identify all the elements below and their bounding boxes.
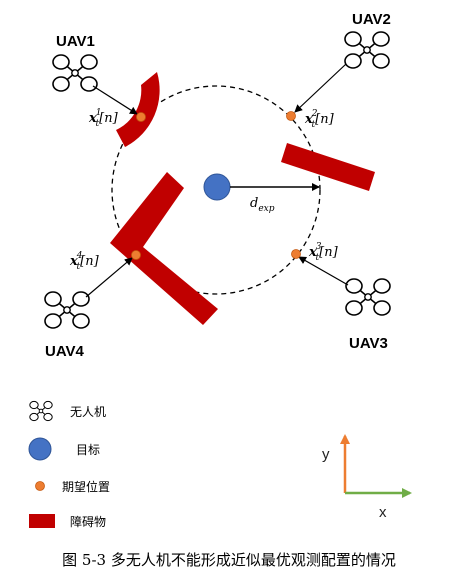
- legend-obstacle-icon: [29, 514, 55, 528]
- uav3-drone-icon: [345, 278, 391, 316]
- uav4-arrow: [85, 257, 133, 298]
- legend-uav-icon: [29, 400, 53, 422]
- uav4-label: UAV4: [45, 343, 85, 360]
- axis-x-label: x: [379, 504, 387, 521]
- uav2-drone-icon: [344, 31, 390, 69]
- uav1-arrow: [92, 85, 138, 115]
- target-marker: [203, 173, 231, 201]
- obstacle-arc: [116, 72, 160, 147]
- uav1-label: UAV1: [56, 33, 95, 50]
- legend-desired-label: 期望位置: [62, 479, 110, 494]
- uav3-label: UAV3: [349, 335, 388, 352]
- uav3-arrow: [298, 256, 349, 286]
- figure-caption: 图 5-3 多无人机不能形成近似最优观测配置的情况: [62, 551, 396, 569]
- legend-desired-icon: [35, 481, 45, 491]
- legend-obstacle-label: 障碍物: [70, 514, 106, 529]
- uav2-arrow: [294, 63, 347, 113]
- uav2-desired-position: [286, 111, 296, 121]
- uav4-drone-icon: [44, 291, 90, 329]
- uav1-desired-position: [136, 112, 146, 122]
- obstacle-l-shape: [110, 172, 218, 325]
- obstacle-bar-right: [281, 143, 375, 191]
- axis-y-label: y: [322, 446, 330, 463]
- legend-target-label: 目标: [76, 443, 100, 457]
- legend-target-icon: [28, 437, 52, 461]
- uav2-label: UAV2: [352, 11, 391, 28]
- uav1-drone-icon: [52, 54, 98, 92]
- legend-uav-label: 无人机: [70, 405, 106, 419]
- formation-circle: [111, 85, 321, 295]
- uav4-desired-position: [131, 250, 141, 260]
- uav3-desired-position: [291, 249, 301, 259]
- distance-label: dexp: [250, 196, 275, 214]
